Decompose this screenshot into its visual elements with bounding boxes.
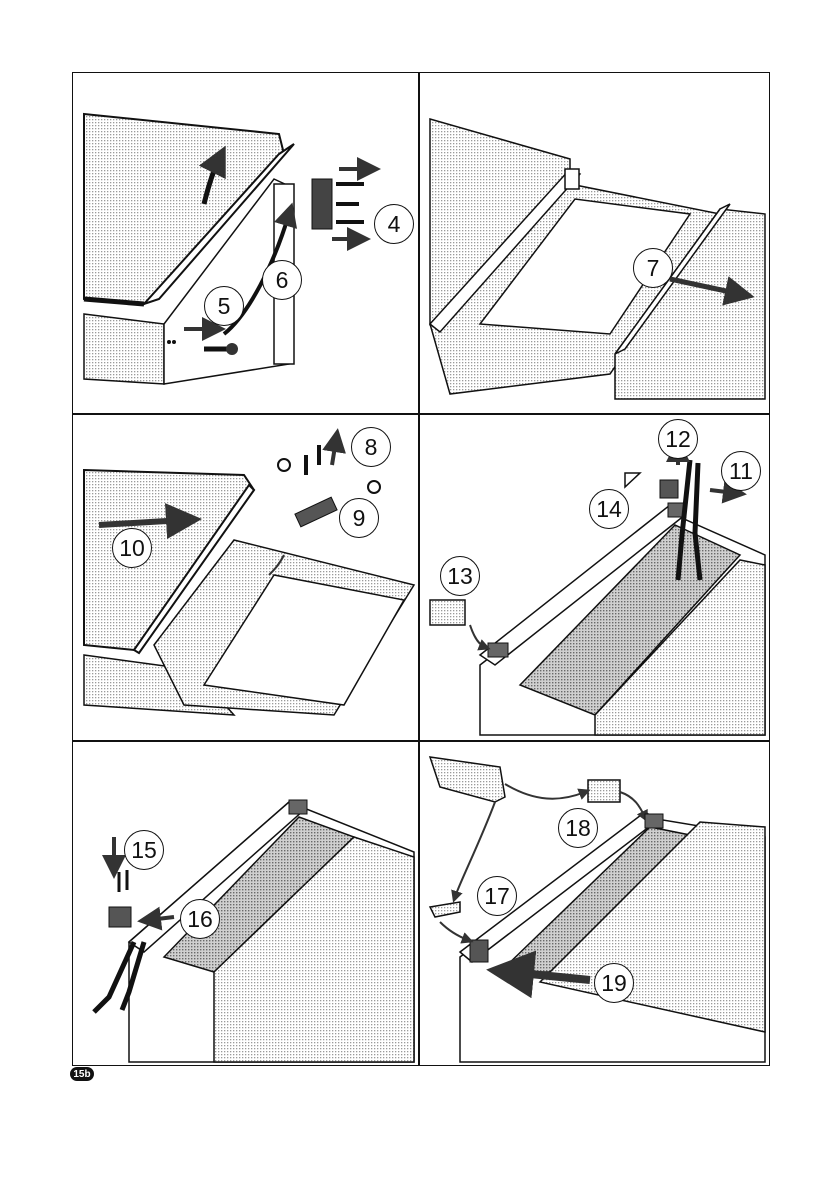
callout-step-19: 19 [594,963,634,1003]
panel-step-8-10: 8 9 10 [74,415,418,740]
callout-step-16: 16 [180,899,220,939]
callout-step-6: 6 [262,260,302,300]
page-label-badge: 15b [70,1067,94,1081]
panel-step-17-19: 18 17 19 [420,742,768,1064]
callout-step-15: 15 [124,830,164,870]
lid-refit-illustration [420,742,768,1064]
hinge-mount-left-illustration [74,742,418,1064]
lid-slide-out-illustration [420,74,768,413]
callout-step-8: 8 [351,427,391,467]
callout-step-17: 17 [477,876,517,916]
panel-step-15-16: 15 16 [74,742,418,1064]
callout-step-9: 9 [339,498,379,538]
callout-step-11: 11 [721,451,761,491]
callout-step-12: 12 [658,419,698,459]
callout-step-13: 13 [440,556,480,596]
callout-step-7: 7 [633,248,673,288]
callout-step-14: 14 [589,489,629,529]
callout-step-4: 4 [374,204,414,244]
callout-step-10: 10 [112,528,152,568]
callout-step-5: 5 [204,286,244,326]
lid-hinge-removal-illustration [74,74,418,413]
panel-step-7: 7 [420,74,768,413]
callout-step-18: 18 [558,808,598,848]
panel-step-11-14: 12 11 13 14 [420,415,768,740]
panel-step-4-6: 4 5 6 [74,74,418,413]
